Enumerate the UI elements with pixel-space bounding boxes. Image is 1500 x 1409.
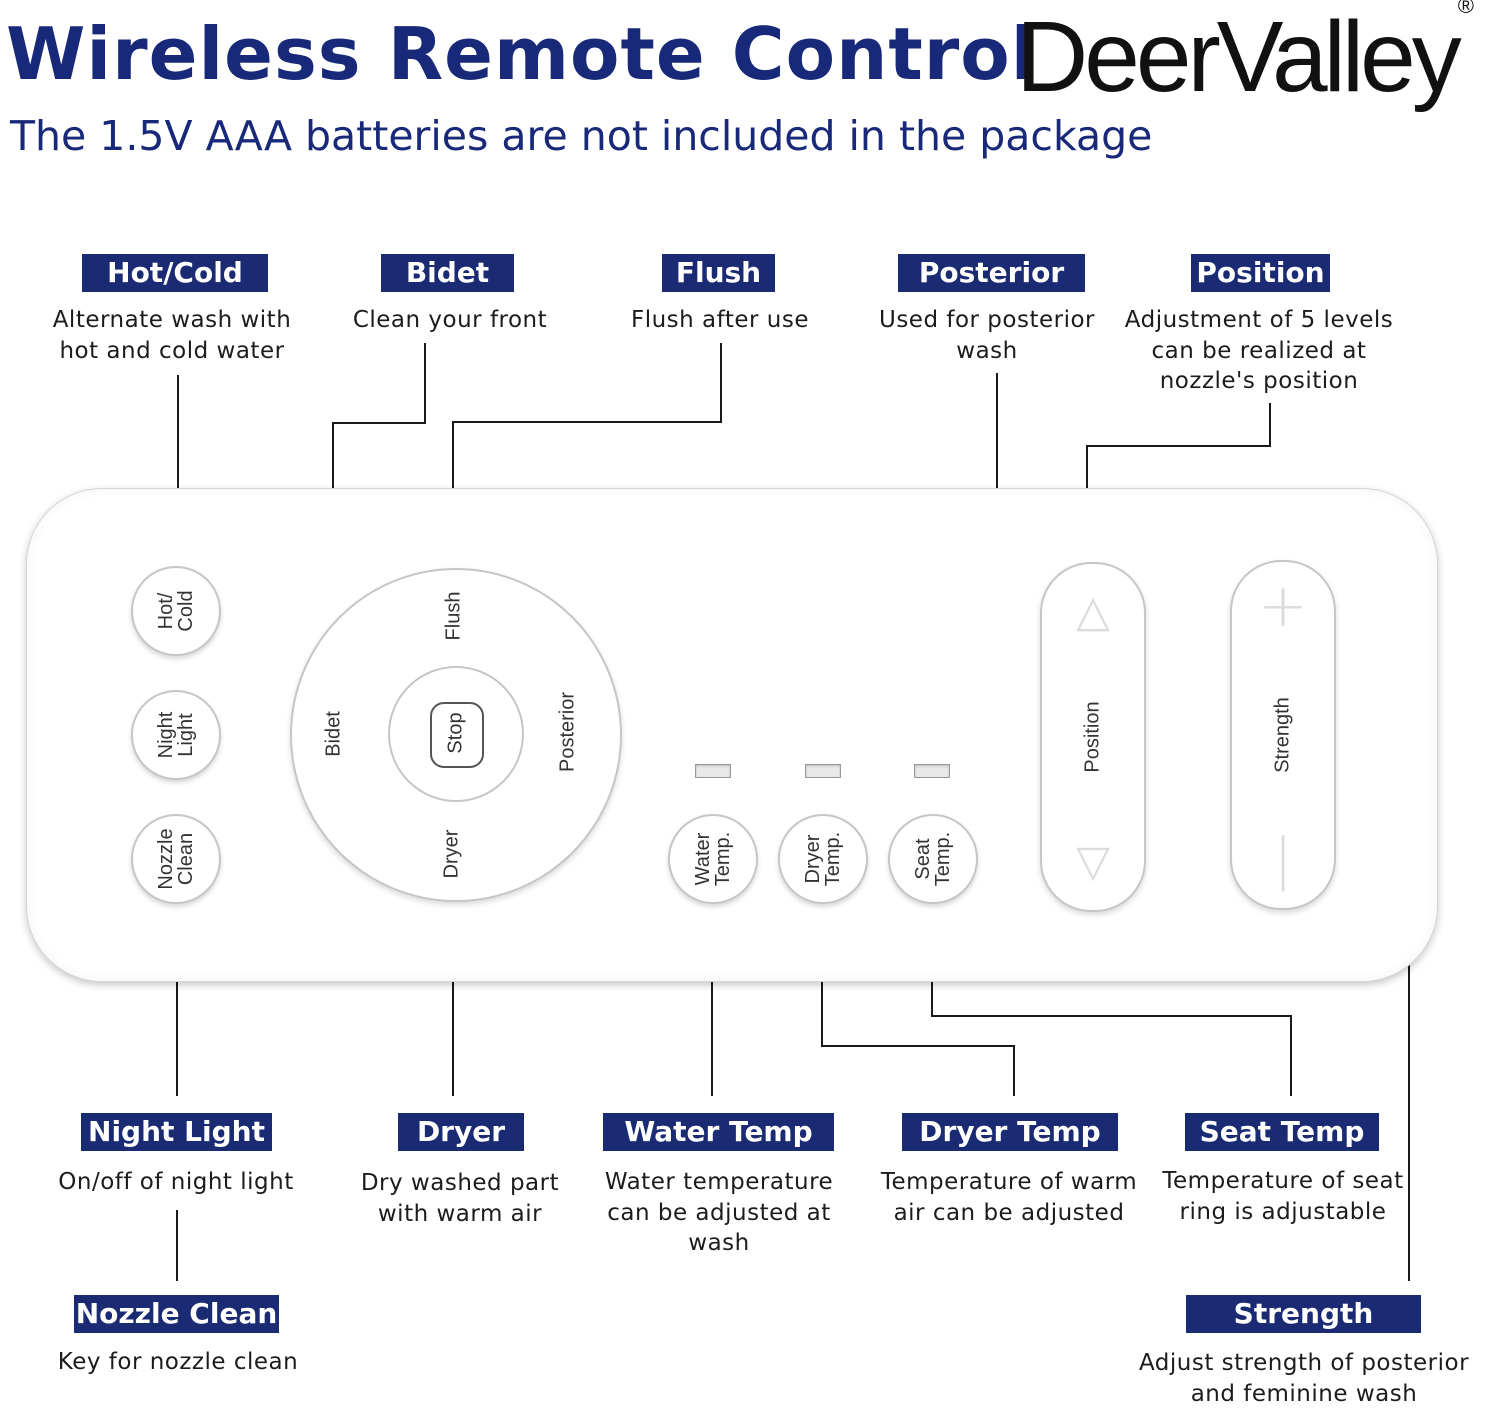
posterior-description: Used for posterior wash (878, 307, 1095, 364)
bidet-badge: Bidet (381, 254, 514, 292)
flush-badge: Flush (662, 254, 775, 292)
nozzle-clean-button-label-1: Nozzle (155, 828, 177, 890)
position-description: Adjustment of 5 levels can be realized a… (1124, 307, 1394, 394)
strength-description: Adjust strength of posterior and feminin… (1138, 1350, 1470, 1407)
wash-dial[interactable]: Flush Bidet Posterior Dryer Stop (290, 568, 622, 902)
position-rocker[interactable]: △ Position ▽ (1040, 562, 1146, 912)
position-rocker-label: Position (1081, 701, 1104, 773)
nozzle-clean-button-label-2: Clean (175, 832, 197, 886)
registered-mark: ® (1457, 0, 1474, 18)
strength-badge: Strength (1186, 1295, 1421, 1333)
seat-temp-description: Temperature of seat ring is adjustable (1162, 1168, 1404, 1225)
water-temp-button[interactable]: Water Temp. (668, 814, 758, 904)
dryer-temp-button-label-2: Temp. (822, 831, 844, 887)
nozzle-clean-button[interactable]: Nozzle Clean (131, 814, 221, 904)
dryer-temp-button-label-1: Dryer (802, 834, 824, 884)
dryer-description: Dry washed part with warm air (360, 1170, 560, 1227)
night-light-button[interactable]: Night Light (131, 690, 221, 780)
hot-cold-button[interactable]: Hot/ Cold (131, 566, 221, 656)
remote-control-body (26, 488, 1438, 982)
night-light-badge: Night Light (81, 1113, 272, 1151)
water-temp-description: Water temperature can be adjusted at was… (604, 1169, 834, 1256)
strength-plus-icon[interactable]: + (1257, 571, 1309, 641)
water-temp-button-label-1: Water (692, 832, 714, 886)
strength-minus-icon[interactable]: | (1273, 827, 1293, 892)
dryer-temp-button[interactable]: Dryer Temp. (778, 814, 868, 904)
brand-name: DeerValley (1016, 1, 1462, 113)
hot-cold-badge: Hot/Cold (82, 254, 268, 292)
position-down-icon[interactable]: ▽ (1076, 836, 1110, 887)
bidet-description: Clean your front (352, 307, 548, 333)
seat-temp-button-label-1: Seat (912, 838, 934, 880)
seat-temp-button-label-2: Temp. (932, 831, 954, 887)
page-title: Wireless Remote Control (6, 12, 1037, 96)
dryer-badge: Dryer (398, 1113, 524, 1151)
dial-flush-label[interactable]: Flush (442, 591, 465, 641)
seat-temp-led (914, 764, 950, 778)
dial-dryer-label[interactable]: Dryer (440, 829, 463, 879)
strength-rocker-label: Strength (1271, 697, 1294, 773)
dial-posterior-label[interactable]: Posterior (556, 691, 579, 773)
posterior-badge: Posterior (898, 254, 1085, 292)
water-temp-led (695, 764, 731, 778)
strength-rocker[interactable]: + Strength | (1230, 560, 1336, 910)
night-light-button-label-2: Light (175, 713, 197, 757)
position-up-icon[interactable]: △ (1076, 586, 1110, 637)
stop-button[interactable]: Stop (388, 666, 524, 802)
seat-temp-badge: Seat Temp (1185, 1113, 1379, 1151)
water-temp-badge: Water Temp (603, 1113, 834, 1151)
dial-bidet-label[interactable]: Bidet (322, 711, 345, 757)
nozzle-clean-description: Key for nozzle clean (57, 1349, 299, 1375)
dryer-temp-description: Temperature of warm air can be adjusted (880, 1169, 1138, 1226)
brand-logo: DeerValley® (1016, 0, 1474, 115)
dryer-temp-badge: Dryer Temp (902, 1113, 1118, 1151)
hot-cold-button-label-1: Hot/ (155, 592, 177, 630)
flush-description: Flush after use (630, 307, 809, 333)
nozzle-clean-badge: Nozzle Clean (74, 1295, 279, 1333)
night-light-button-label-1: Night (155, 711, 177, 759)
stop-button-outline: Stop (430, 702, 484, 768)
position-badge: Position (1191, 254, 1330, 292)
night-light-description: On/off of night light (58, 1169, 294, 1195)
hot-cold-description: Alternate wash with hot and cold water (52, 307, 292, 364)
stop-button-label: Stop (444, 712, 467, 754)
water-temp-button-label-2: Temp. (712, 831, 734, 887)
hot-cold-button-label-2: Cold (175, 590, 197, 632)
page-subtitle: The 1.5V AAA batteries are not included … (10, 112, 1153, 160)
seat-temp-button[interactable]: Seat Temp. (888, 814, 978, 904)
dryer-temp-led (805, 764, 841, 778)
